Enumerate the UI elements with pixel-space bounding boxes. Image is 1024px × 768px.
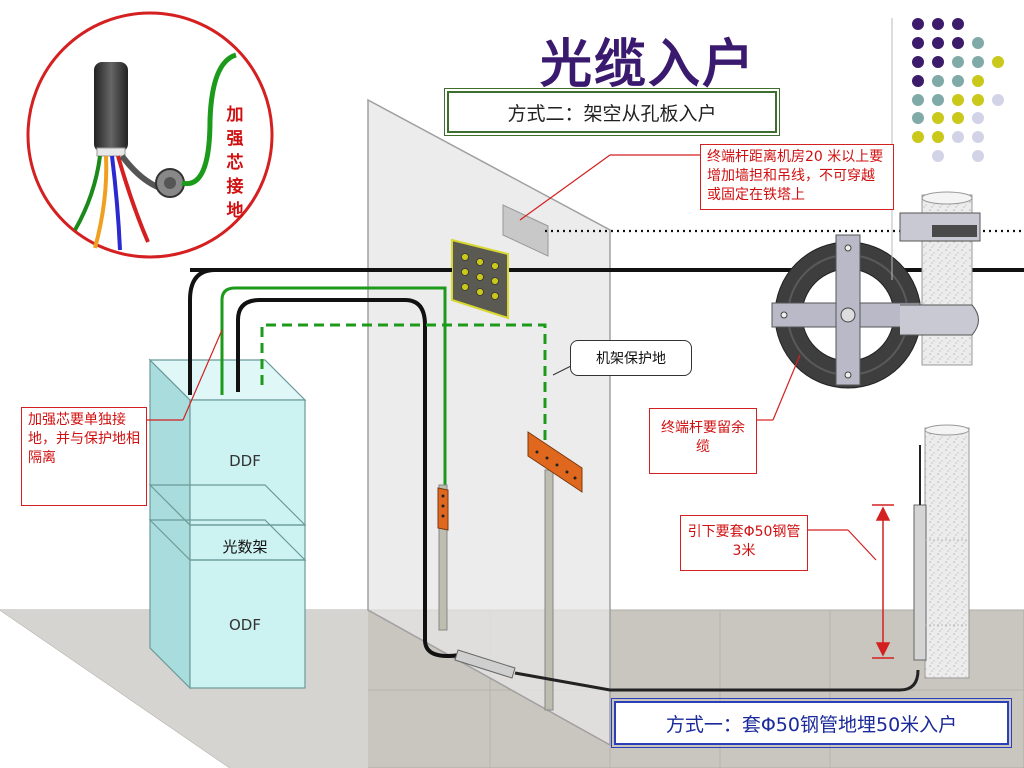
black-cable-1 (188, 268, 452, 395)
optical-rack-label: 光数架 (222, 538, 268, 556)
buried-pipe (454, 649, 516, 679)
dashed-ground (260, 323, 547, 440)
rack (148, 358, 307, 690)
black-cable-2 (236, 298, 461, 658)
inset-circle (26, 11, 274, 259)
pipe-length-arrow (872, 504, 894, 659)
method-two-box: 方式二：架空从孔板入户 (444, 88, 780, 136)
pole-clamp (899, 212, 981, 336)
ground-bar-left (437, 487, 449, 531)
odf-label: ODF (229, 616, 261, 634)
underground-cable (514, 669, 920, 692)
ddf-label: DDF (229, 452, 261, 470)
callout-pole-slack: 终端杆要留余缆 (649, 408, 757, 474)
callout-core-grounding: 加强芯要单独接地，并与保护地相隔离 (21, 407, 147, 506)
green-ground-wire (220, 286, 447, 500)
callout-steel-pipe: 引下要套Φ50钢管3米 (680, 515, 808, 571)
callout-pole-distance: 终端杆距离机房20 米以上要增加墙担和吊线，不可穿越或固定在铁塔上 (700, 144, 894, 210)
decor-dots (891, 18, 1004, 280)
lower-pole (913, 424, 970, 679)
inset-grounding-label: 加强芯接地 (226, 105, 244, 221)
cable-spool (771, 234, 922, 389)
wall-sign (502, 204, 549, 257)
callout-rack-protection: 机架保护地 (570, 340, 692, 376)
ground-bar-right (527, 431, 583, 493)
method-one-box: 方式一：套Φ50钢管地埋50米入户 (611, 698, 1012, 748)
page-title: 光缆入户 (540, 35, 757, 95)
